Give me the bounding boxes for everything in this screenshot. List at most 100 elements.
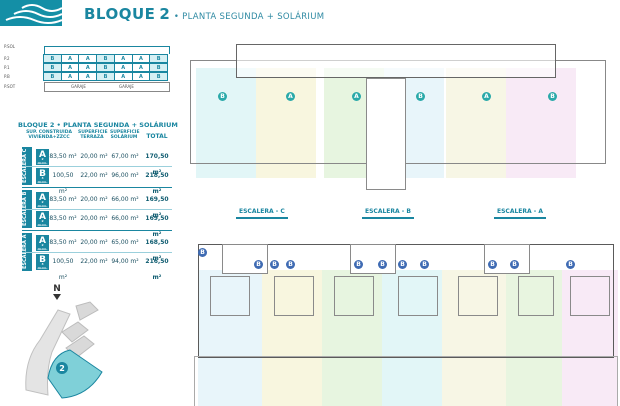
- unit-cell: A: [113, 63, 133, 72]
- unit-badge: B: [510, 260, 519, 269]
- unit-beds: 2 dorm.: [37, 157, 48, 165]
- title-number: 2: [159, 5, 170, 23]
- cell-terraza: 20,00 m²: [80, 239, 108, 246]
- unit-badge: B: [270, 260, 279, 269]
- unit-badge: B: [286, 260, 295, 269]
- level-label: P.B: [4, 74, 10, 79]
- unit-badge: B: [420, 260, 429, 269]
- row-divider: [22, 252, 172, 253]
- unit-type: A: [39, 236, 46, 246]
- garage-label: GARAJE: [71, 84, 86, 89]
- cell-solarium: 96,00 m²: [111, 172, 139, 179]
- row-divider: [22, 209, 172, 210]
- wave-logo-icon: [5, 4, 63, 24]
- room: [334, 276, 374, 316]
- unit-cell: B: [149, 72, 169, 81]
- solarium-level: [44, 46, 170, 54]
- cell-solarium: 66,00 m²: [111, 215, 139, 222]
- unit-badge: B: [354, 260, 363, 269]
- floor-row: B A A B A A B: [43, 63, 169, 72]
- room: [458, 276, 498, 316]
- column-header: SUPERFICIE TERRAZA: [78, 130, 108, 140]
- unit-badge: B: [566, 260, 575, 269]
- unit-beds: 2 dorm.: [37, 219, 48, 227]
- page-title: BLOQUE 2 • PLANTA SEGUNDA + SOLÁRIUM: [84, 5, 324, 23]
- basement: GARAJE GARAJE: [44, 82, 170, 92]
- cell-total: 216,50 m²: [145, 258, 169, 281]
- unit-cell: B: [149, 63, 169, 72]
- unit-cell: B: [149, 54, 169, 63]
- zone-b-2: [382, 270, 442, 406]
- terrace-outline: [194, 356, 618, 406]
- escalera-c-label: ESCALERA - C: [236, 208, 288, 219]
- cell-solarium: 94,00 m²: [111, 258, 139, 265]
- zone-b-3: [562, 270, 618, 406]
- unit-cell: B: [43, 72, 62, 81]
- unit-badge: B: [378, 260, 387, 269]
- stair-core-a: [484, 244, 530, 274]
- column-header: SUP. CONSTRUIDA VIVIENDA+ZZCC: [26, 130, 72, 140]
- unit-cell: A: [113, 72, 133, 81]
- unit-cell: A: [131, 63, 151, 72]
- unit-badge: B: [254, 260, 263, 269]
- zone-a-3: [442, 270, 506, 406]
- group-divider: [22, 187, 172, 188]
- unit-cell: A: [60, 63, 80, 72]
- zone-a-1: [262, 270, 322, 406]
- cell-construida: 83,50 m²: [49, 215, 77, 222]
- north-arrow-icon: N: [50, 284, 64, 302]
- unit-badge: B: [416, 92, 425, 101]
- unit-cell: A: [131, 72, 151, 81]
- room: [398, 276, 438, 316]
- unit-cell: A: [60, 54, 80, 63]
- unit-type: B: [39, 169, 46, 179]
- brand-logo: [0, 0, 63, 26]
- cell-total: 168,50 m²: [145, 239, 169, 262]
- zone-b-right: [506, 68, 576, 178]
- level-label: P.2: [4, 56, 10, 61]
- escalera-a-label: ESCALERA - A: [494, 208, 546, 219]
- group-divider: [22, 230, 172, 231]
- zone-a-4: [506, 270, 562, 406]
- unit-cell: A: [60, 72, 80, 81]
- cell-terraza: 20,00 m²: [80, 196, 108, 203]
- cell-construida: 83,50 m²: [49, 196, 77, 203]
- title-subtitle: • PLANTA SEGUNDA + SOLÁRIUM: [173, 12, 325, 22]
- unit-cell: B: [96, 72, 115, 81]
- stair-core-c: [222, 244, 268, 274]
- unit-type: A: [39, 150, 46, 160]
- floor-row: B A A B A A B: [43, 72, 169, 81]
- arrow-icon: [53, 294, 61, 300]
- unit-cell: B: [96, 54, 115, 63]
- level-label: P.SOL: [4, 44, 15, 49]
- cell-construida: 83,50 m²: [49, 153, 77, 160]
- cell-terraza: 20,00 m²: [80, 215, 108, 222]
- unit-cell: B: [96, 63, 115, 72]
- cell-solarium: 65,00 m²: [111, 239, 139, 246]
- solarium-plan: B A A B A B: [176, 40, 616, 196]
- cell-terraza: 22,00 m²: [80, 172, 108, 179]
- cell-terraza: 20,00 m²: [80, 153, 108, 160]
- unit-badge: B: [218, 92, 227, 101]
- stair-core-b: [350, 244, 396, 274]
- zone-b-left: [196, 68, 256, 178]
- unit-type: A: [39, 193, 46, 203]
- unit-cell: A: [78, 72, 98, 81]
- unit-beds: 2 dorm.: [37, 243, 48, 251]
- column-header: TOTAL: [146, 133, 168, 140]
- floor-rows: B A A B A A B B A A B A A B B A A B A A …: [43, 54, 169, 81]
- zone-a3: [446, 68, 506, 178]
- stair-core: [366, 78, 406, 190]
- floor-row: B A A B A A B: [43, 54, 169, 63]
- cell-total: 169,50 m²: [145, 196, 169, 219]
- row-divider: [22, 166, 172, 167]
- room: [518, 276, 554, 316]
- table-title: BLOQUE 2 • PLANTA SEGUNDA + SOLÁRIUM: [18, 121, 178, 129]
- garage-label: GARAJE: [119, 84, 134, 89]
- zone-a1: [256, 68, 316, 178]
- cell-total: 169,50 m²: [145, 215, 169, 238]
